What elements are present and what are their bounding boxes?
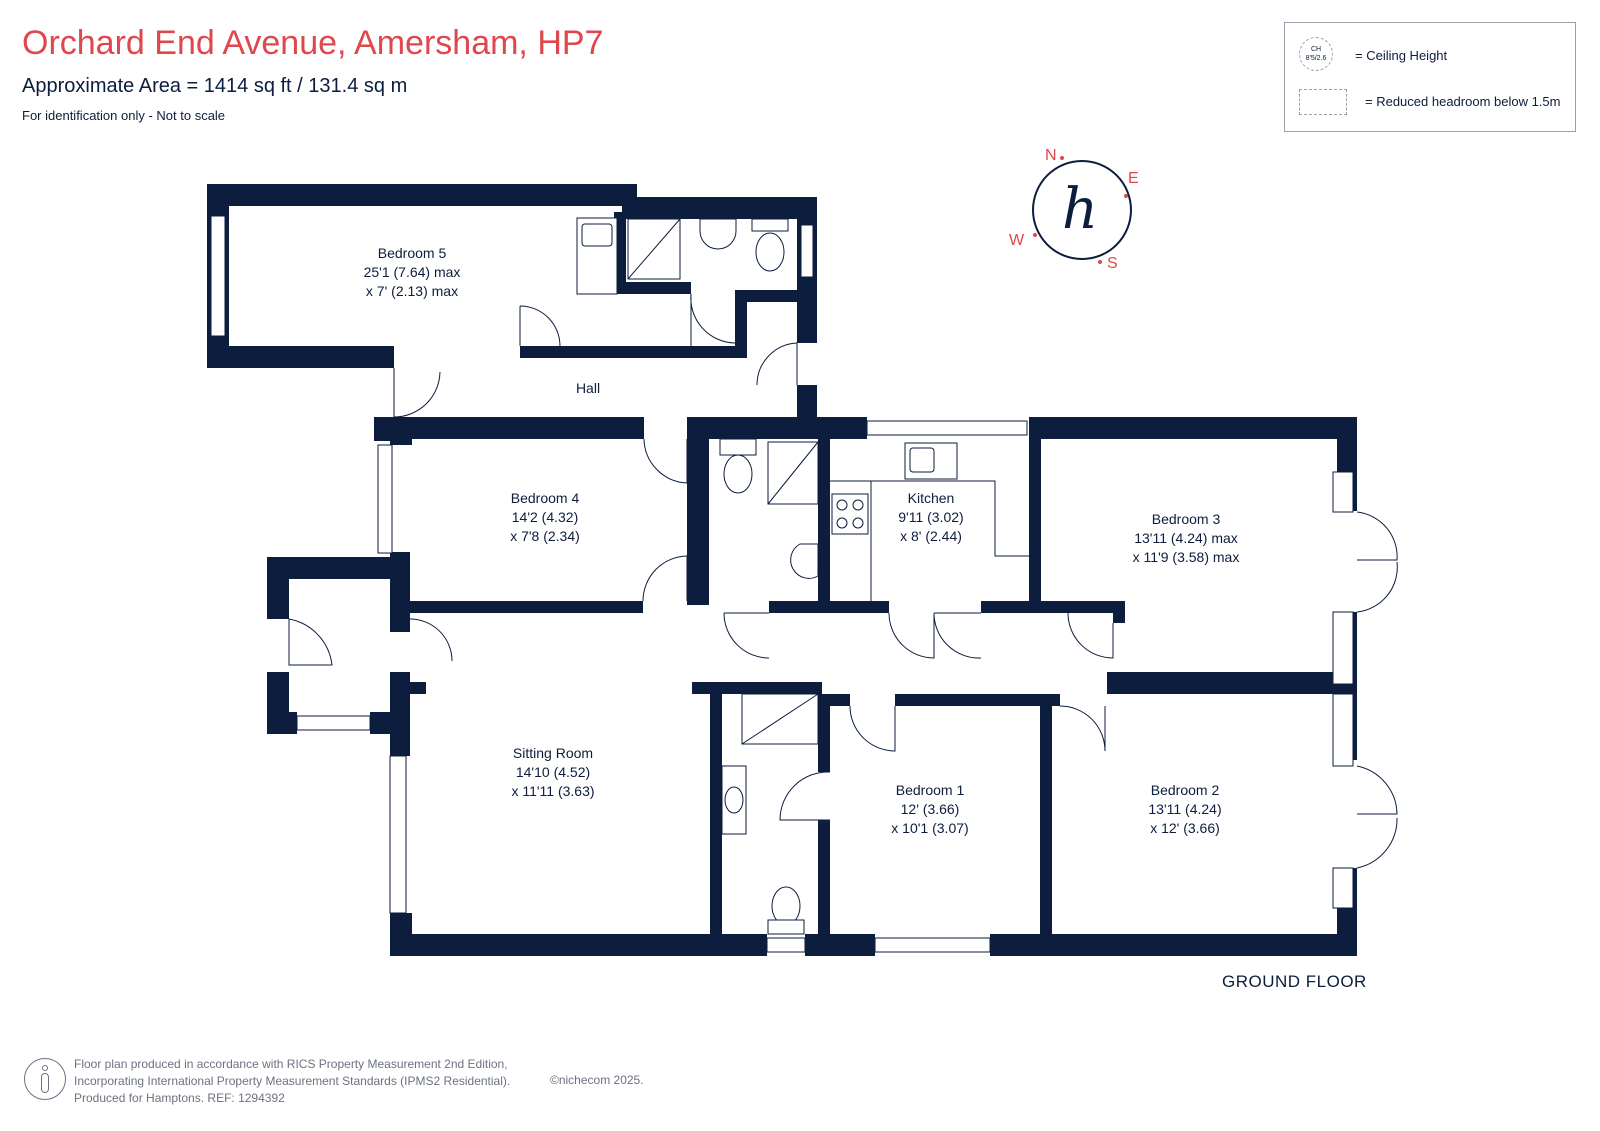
room-name-kitchen: Kitchen [908, 490, 955, 506]
room-dim-sitting-1: 14'10 (4.52) [516, 764, 590, 780]
approximate-area: Approximate Area = 1414 sq ft / 131.4 sq… [22, 75, 408, 97]
legend-box: CH 8'5/2.6 = Ceiling Height = Reduced he… [1284, 22, 1576, 132]
room-dim-bedroom1-1: 12' (3.66) [901, 801, 960, 817]
room-name-bedroom5: Bedroom 5 [378, 245, 447, 261]
disclaimer: For identification only - Not to scale [22, 108, 226, 123]
room-name-bedroom3: Bedroom 3 [1152, 511, 1221, 527]
basin-icon [699, 218, 737, 250]
toilet-icon [751, 218, 789, 232]
reduced-headroom-label: = Reduced headroom below 1.5m [1365, 94, 1561, 109]
toilet-icon [719, 438, 757, 456]
footer-notes: Floor plan produced in accordance with R… [74, 1056, 510, 1107]
room-dim-bedroom4-2: x 7'8 (2.34) [510, 528, 580, 544]
room-dim-bedroom3-1: 13'11 (4.24) max [1134, 530, 1238, 546]
compass-north: N [1045, 147, 1057, 164]
walls [207, 184, 1357, 956]
doors [288, 293, 1398, 869]
compass-south: S [1107, 255, 1118, 272]
footer-line2: Incorporating International Property Mea… [74, 1074, 511, 1088]
floor-label: GROUND FLOOR [1222, 972, 1367, 991]
ceiling-symbol-line2: 8'5/2.6 [1305, 55, 1327, 62]
room-dim-bedroom2-2: x 12' (3.66) [1150, 820, 1220, 836]
room-dim-bedroom5-1: 25'1 (7.64) max [364, 264, 461, 280]
compass-east: E [1128, 170, 1139, 187]
room-dim-bedroom2-1: 13'11 (4.24) [1148, 801, 1221, 817]
room-dim-kitchen-2: x 8' (2.44) [900, 528, 962, 544]
room-name-sitting: Sitting Room [513, 745, 593, 761]
footer-line3: Produced for Hamptons. REF: 1294392 [74, 1091, 285, 1105]
room-dim-sitting-2: x 11'11 (3.63) [511, 783, 594, 799]
room-name-hall: Hall [576, 380, 600, 396]
ceiling-height-label: = Ceiling Height [1355, 48, 1448, 63]
copyright: ©nichecom 2025. [550, 1073, 644, 1087]
room-dim-kitchen-1: 9'11 (3.02) [898, 509, 963, 525]
room-dim-bedroom3-2: x 11'9 (3.58) max [1133, 549, 1240, 565]
room-dim-bedroom5-2: x 7' (2.13) max [366, 283, 458, 299]
basin-icon [790, 543, 819, 579]
fixtures [576, 217, 1029, 935]
room-name-bedroom1: Bedroom 1 [896, 782, 965, 798]
room-name-bedroom2: Bedroom 2 [1151, 782, 1220, 798]
room-labels: Bedroom 5 25'1 (7.64) max x 7' (2.13) ma… [364, 245, 1240, 836]
room-name-bedroom4: Bedroom 4 [511, 490, 580, 506]
ceiling-height-icon: CH 8'5/2.6 [1299, 37, 1333, 71]
ceiling-symbol-line1: CH [1310, 46, 1322, 53]
compass-icon: h N E S W [1009, 147, 1139, 272]
toilet-icon [771, 886, 801, 926]
person-icon [24, 1058, 66, 1100]
room-dim-bedroom1-2: x 10'1 (3.07) [891, 820, 968, 836]
compass-logo-letter: h [1062, 177, 1098, 242]
room-dim-bedroom4-1: 14'2 (4.32) [512, 509, 579, 525]
windows [210, 215, 1354, 953]
compass-west: W [1009, 232, 1025, 249]
hob-icon [831, 493, 869, 535]
footer-line1: Floor plan produced in accordance with R… [74, 1057, 508, 1071]
page-title: Orchard End Avenue, Amersham, HP7 [22, 24, 604, 62]
reduced-headroom-icon [1299, 89, 1347, 115]
